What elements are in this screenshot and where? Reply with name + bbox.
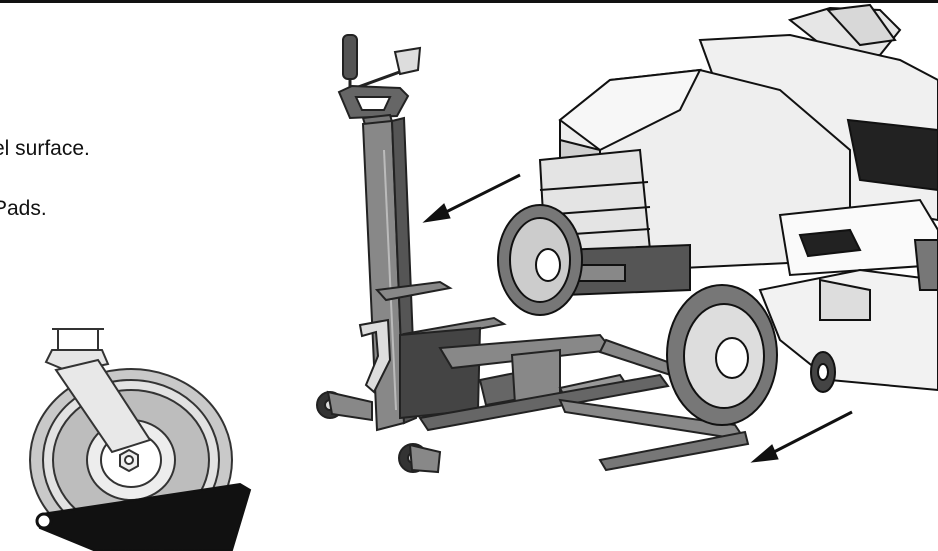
arrow-icon [422,173,521,223]
mower-lift-icon [316,34,750,474]
caster-wheel-icon [29,328,252,551]
top-rule [0,0,938,3]
arrow-icon [750,410,853,463]
instruction-line-2: Pads. [0,197,47,220]
instruction-line-1: el surface. [0,137,90,160]
lawn-tractor-icon [497,3,938,426]
